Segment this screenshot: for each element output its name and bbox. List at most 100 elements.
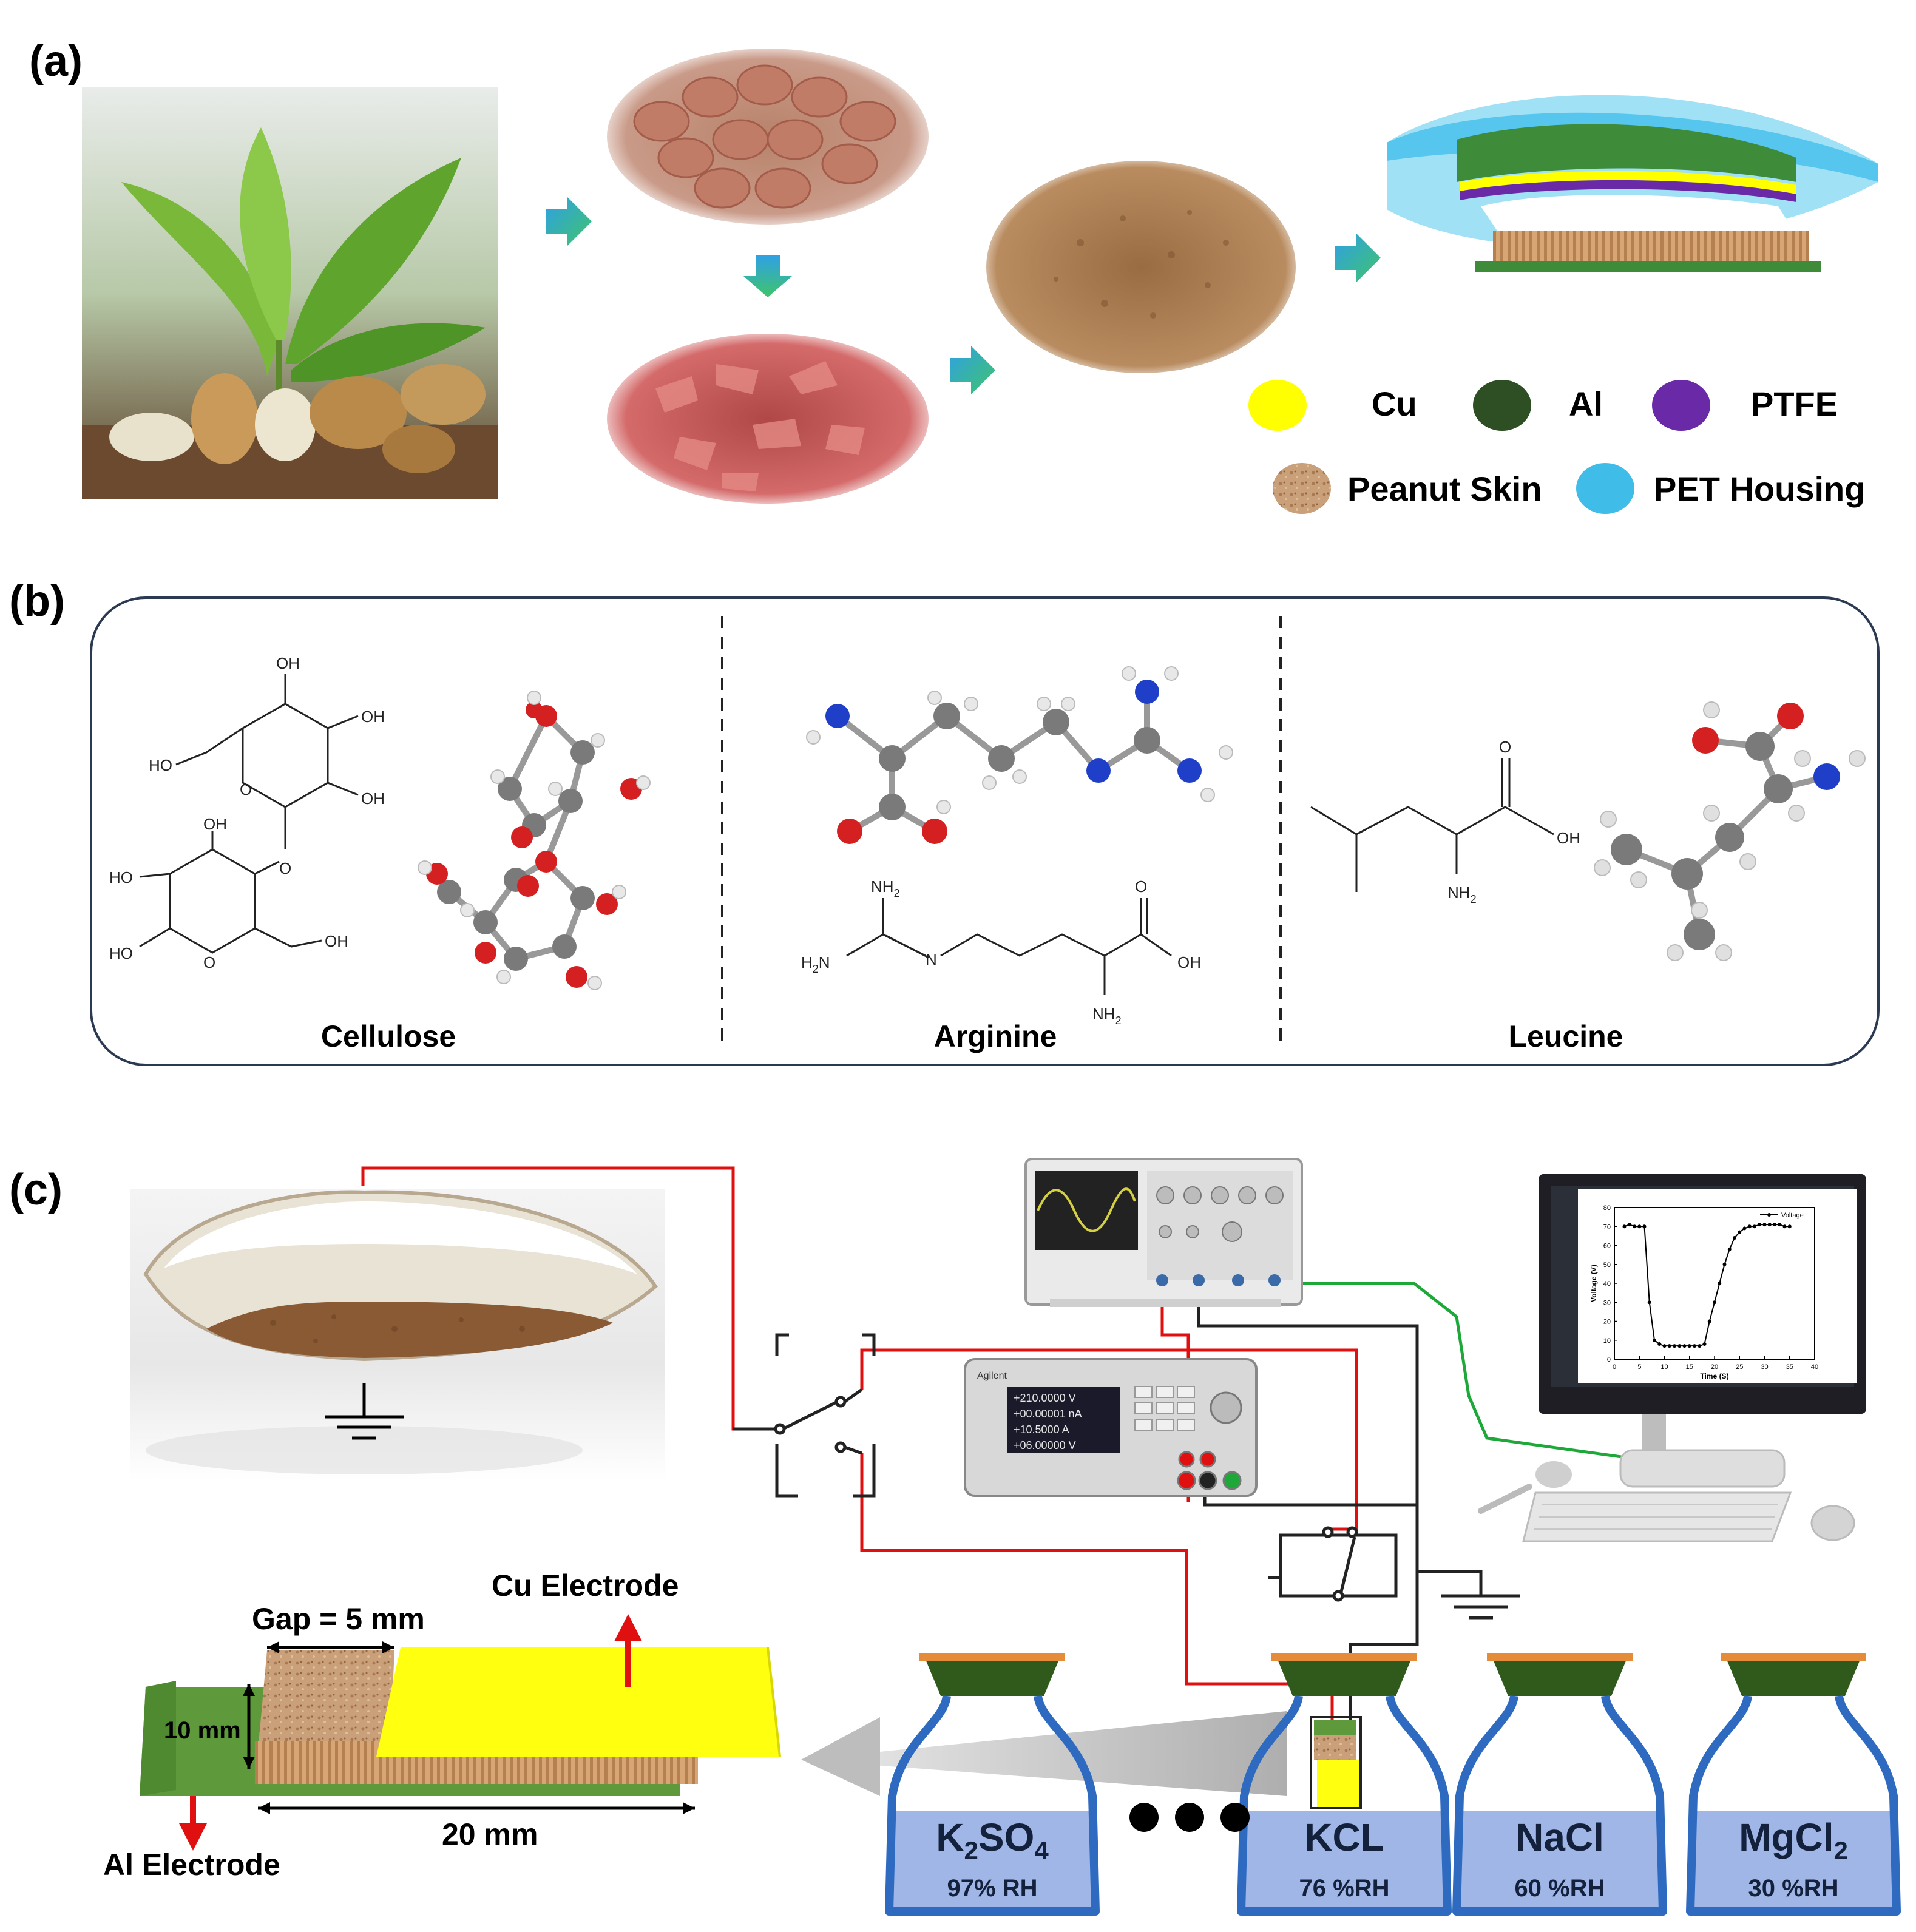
svg-text:OH: OH: [1177, 953, 1201, 971]
legend-label-0: Cu: [1372, 385, 1417, 423]
svg-text:H2N: H2N: [801, 953, 830, 975]
voltage-point: [1677, 1344, 1682, 1348]
svg-text:OH: OH: [203, 815, 227, 833]
jar-solution: [1690, 1811, 1897, 1911]
gap-label: Gap = 5 mm: [252, 1602, 425, 1636]
molecule-frame: [90, 596, 1880, 1066]
electrode-device-diagram: Cu Electrode Gap = 5 mm 10 mm 20 mm Al E…: [103, 1569, 1287, 1882]
switch-1: [733, 1388, 863, 1455]
voltage-point: [1767, 1223, 1772, 1227]
x-tick-label: 25: [1736, 1363, 1743, 1371]
panel-b: (b) OH OH OH HO O O OH HO: [9, 577, 1880, 1066]
length-label: 20 mm: [442, 1817, 538, 1851]
arginine-atom-labels: NH2 H2N N O OH NH2: [801, 877, 1201, 1027]
y-tick-label: 60: [1603, 1243, 1611, 1250]
svg-text:OH: OH: [361, 708, 385, 726]
voltage-point: [1627, 1223, 1631, 1227]
voltage-point: [1747, 1224, 1752, 1229]
voltage-point: [1782, 1224, 1787, 1229]
cellulose-structure: [139, 674, 359, 954]
voltage-point: [1637, 1224, 1642, 1229]
jar-solution: [1457, 1811, 1663, 1911]
jar-salt-label: K2SO4: [936, 1815, 1049, 1865]
jar-lid: [1278, 1660, 1411, 1696]
plot-legend-label: Voltage: [1781, 1212, 1804, 1219]
svg-text:NH2: NH2: [1092, 1005, 1122, 1027]
jar-salt-label: NaCl: [1515, 1815, 1604, 1859]
panel-b-label: (b): [9, 577, 65, 626]
y-tick-label: 70: [1603, 1223, 1611, 1231]
peanut-seeds-photo: [607, 49, 929, 225]
voltage-point: [1702, 1342, 1707, 1346]
cellulose-ball-model: [418, 691, 651, 990]
jar-rh-label: 76 %RH: [1299, 1875, 1390, 1902]
voltage-point: [1778, 1223, 1782, 1227]
peanut-skin-powder-photo: [986, 161, 1296, 373]
jar-salt-label: MgCl2: [1739, 1815, 1848, 1865]
peanut-skins-photo: [607, 334, 929, 504]
x-tick-label: 0: [1613, 1363, 1616, 1371]
voltage-series-line: [1624, 1224, 1790, 1347]
arginine-structure: [846, 898, 1172, 995]
voltage-point: [1758, 1223, 1762, 1227]
readout-4: +06.00000 V: [1014, 1439, 1076, 1451]
molecule-name-leucine: Leucine: [1509, 1019, 1623, 1053]
voltage-point: [1673, 1344, 1676, 1348]
ellipsis-dots: [1129, 1803, 1250, 1832]
molecule-name-cellulose: Cellulose: [321, 1019, 456, 1053]
voltage-point: [1762, 1223, 1767, 1227]
panel-c-label: (c): [9, 1166, 63, 1214]
voltage-point: [1633, 1224, 1636, 1229]
jar-1: KCL 76 %RH: [1237, 1653, 1452, 1916]
x-tick-label: 35: [1786, 1363, 1793, 1371]
panel-c: (c): [9, 1158, 1901, 1916]
cu-electrode-label: Cu Electrode: [492, 1569, 679, 1603]
svg-text:O: O: [279, 859, 291, 877]
jar-body: [1237, 1695, 1452, 1916]
jar-lid: [1727, 1660, 1860, 1696]
readout-2: +00.00001 nA: [1014, 1408, 1082, 1420]
device-schematic: [1387, 95, 1878, 272]
svg-text:HO: HO: [149, 756, 172, 774]
voltage-point: [1787, 1224, 1792, 1229]
voltage-point: [1727, 1247, 1732, 1251]
svg-text:O: O: [1499, 738, 1511, 756]
voltage-point: [1733, 1236, 1736, 1240]
jar-lid: [926, 1660, 1059, 1696]
voltage-point: [1662, 1344, 1667, 1348]
voltage-point: [1642, 1224, 1647, 1229]
width-label: 10 mm: [164, 1717, 241, 1744]
voltage-point: [1753, 1224, 1756, 1229]
voltage-point: [1647, 1300, 1651, 1305]
cellulose-atom-labels: OH OH OH HO O O OH HO HO O OH: [109, 654, 385, 971]
voltage-point: [1693, 1344, 1696, 1348]
process-arrows: [546, 197, 1381, 394]
jar-lid-rim: [1721, 1653, 1866, 1661]
jar-solution: [1241, 1811, 1447, 1911]
legend-label-4: PET Housing: [1654, 470, 1865, 508]
arrow-1: [546, 197, 592, 246]
plot-area-bg: [1578, 1189, 1857, 1383]
jar-salt-label: KCL: [1304, 1815, 1384, 1859]
jar-lid-rim: [1487, 1653, 1633, 1661]
voltage-point: [1657, 1342, 1662, 1346]
svg-text:N: N: [926, 950, 937, 968]
voltage-point: [1742, 1226, 1747, 1231]
legend-swatch-4: [1576, 463, 1634, 514]
voltage-point: [1707, 1319, 1711, 1323]
al-electrode-label: Al Electrode: [103, 1848, 280, 1882]
jar-rh-label: 30 %RH: [1748, 1875, 1839, 1902]
device-photo: [130, 1189, 665, 1481]
svg-text:OH: OH: [1557, 829, 1580, 847]
y-tick-label: 80: [1603, 1204, 1611, 1212]
jar-rh-label: 97% RH: [947, 1875, 1038, 1902]
y-tick-label: 40: [1603, 1280, 1611, 1288]
readout-3: +10.5000 A: [1014, 1424, 1069, 1436]
ground-symbol-device: [325, 1383, 404, 1440]
voltage-point: [1722, 1262, 1727, 1266]
arrow-2: [743, 255, 792, 297]
legend-swatch-0: [1248, 380, 1307, 431]
